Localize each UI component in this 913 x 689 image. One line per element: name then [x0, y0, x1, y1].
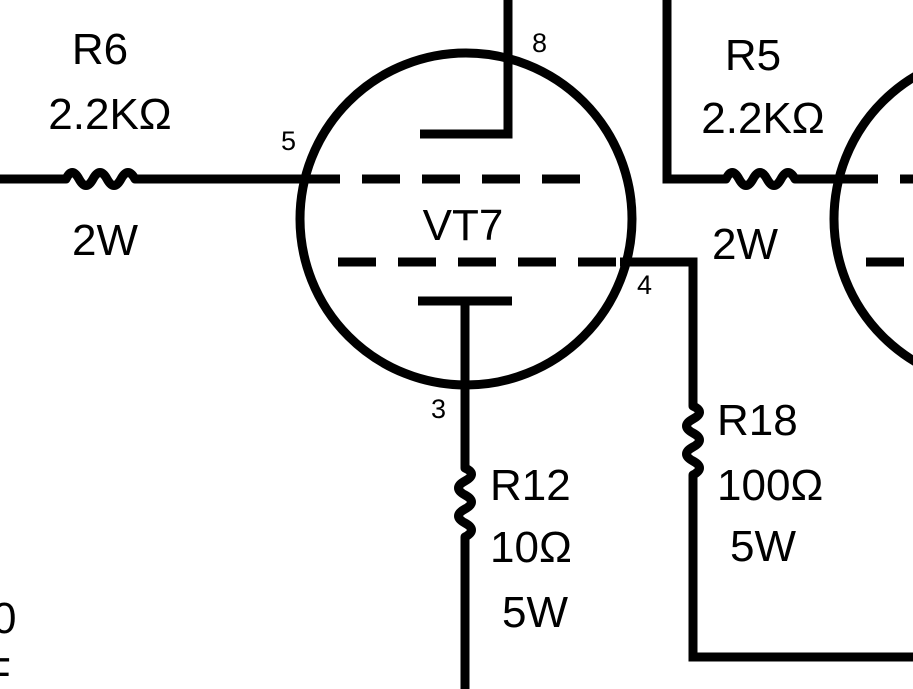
r18-lower-wire	[688, 486, 913, 662]
r12-resistor-symbol	[454, 457, 476, 550]
pin-8-label: 8	[532, 28, 547, 58]
pin-3-label: 3	[431, 394, 446, 424]
r6-resistor-symbol	[57, 168, 148, 190]
r12-ref-label: R12	[490, 461, 571, 510]
r12-power-label: 5W	[502, 588, 568, 637]
r18-ref-label: R18	[717, 396, 798, 445]
cropped-left-value: 0	[0, 594, 16, 643]
r6-value-label: 2.2KΩ	[48, 90, 171, 139]
pin-5-label: 5	[281, 126, 296, 156]
tube-label: VT7	[423, 201, 504, 250]
r5-value-label: 2.2KΩ	[701, 94, 824, 143]
cropped-left-unit: F	[0, 649, 11, 689]
r6-ref-label: R6	[72, 25, 128, 74]
r5-power-label: 2W	[712, 220, 778, 269]
r18-power-label: 5W	[730, 522, 796, 571]
r5-resistor-symbol	[717, 168, 810, 190]
r18-resistor-symbol	[682, 395, 704, 491]
r5-ref-label: R5	[725, 31, 781, 80]
pin-4-label: 4	[637, 270, 652, 300]
r5-upper-wire	[662, 0, 722, 184]
r6-power-label: 2W	[72, 216, 138, 265]
r12-value-label: 10Ω	[490, 523, 572, 572]
screen-grid-lead	[620, 257, 698, 400]
next-tube-envelope	[829, 72, 913, 366]
r18-value-label: 100Ω	[717, 461, 823, 510]
plate-lead	[420, 0, 513, 139]
